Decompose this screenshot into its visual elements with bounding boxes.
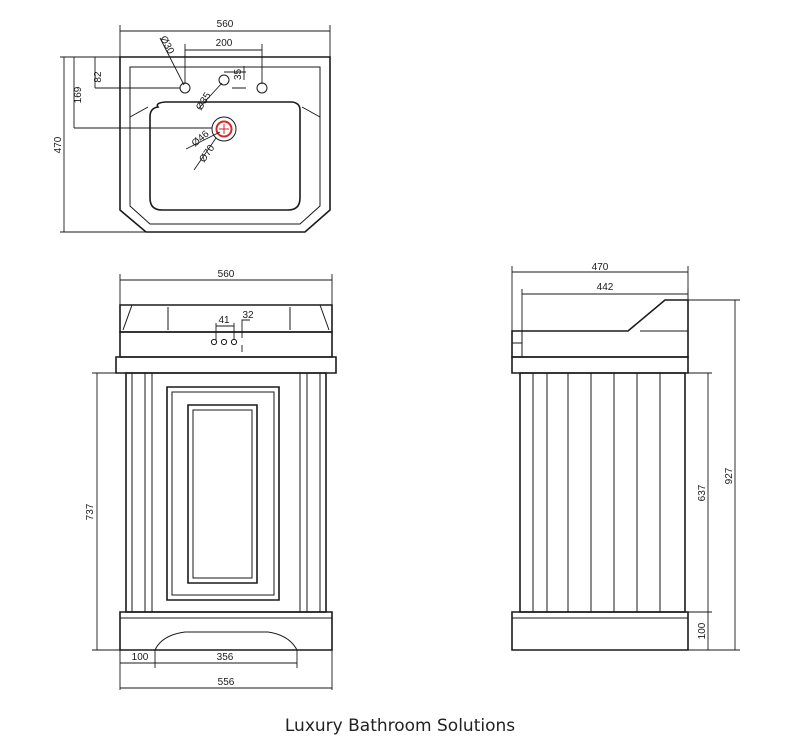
basin-front-details <box>122 304 330 331</box>
dim-front-width: 560 <box>218 269 235 280</box>
dim-offset-82: 82 <box>93 71 104 83</box>
basin-side-details <box>512 330 688 357</box>
dim-depth-169: 169 <box>73 86 84 103</box>
basin-apron <box>119 331 333 358</box>
hole-3 <box>230 338 238 346</box>
side-view: 470 442 637 927 100 <box>511 262 740 651</box>
leader-tap-hole <box>159 37 185 86</box>
dim-line-35 <box>224 66 246 89</box>
dim-base-width: 556 <box>218 677 235 688</box>
dim-height-737: 737 <box>85 503 96 520</box>
side-fluting <box>532 373 661 612</box>
dim-line-737 <box>92 372 126 651</box>
leader-waste-inner <box>185 131 221 150</box>
vanity-body <box>125 372 327 613</box>
dim-tap-spacing: 200 <box>216 38 233 49</box>
dim-line-front-width <box>119 274 333 305</box>
caption: Luxury Bathroom Solutions <box>284 716 516 736</box>
leader-waste-outer <box>193 137 217 171</box>
basin-side <box>511 299 689 358</box>
dim-depth-470: 470 <box>53 136 64 153</box>
door-panel <box>187 404 258 584</box>
tap-hole-left <box>179 82 191 94</box>
dim-line-82 <box>70 56 180 89</box>
dim-line-width <box>119 25 331 57</box>
door-outer <box>166 386 280 601</box>
bowl <box>149 101 301 211</box>
dim-width: 560 <box>217 19 234 30</box>
hole-1 <box>210 338 218 346</box>
dim-hole-32: 32 <box>242 310 254 321</box>
dim-offset-35: 35 <box>233 68 244 80</box>
waste-outer <box>211 116 237 142</box>
dim-line-tap-spacing <box>184 44 263 84</box>
dim-line-side-depth <box>511 266 689 331</box>
dim-line-inner-depth <box>521 289 689 331</box>
top-view: 560 200 Ø30 82 35 169 470 Ø35 Ø46 Ø70 <box>53 19 331 233</box>
dim-height-927: 927 <box>724 467 735 484</box>
tap-hole-right <box>256 82 268 94</box>
basin-shoulders <box>129 106 321 118</box>
basin-rim <box>129 66 321 225</box>
vanity-top-rail <box>115 356 337 374</box>
dim-tap-hole: Ø30 <box>157 34 176 56</box>
fluted-pilasters <box>131 373 321 612</box>
dim-inner-depth: 442 <box>597 282 614 293</box>
waste-ring <box>215 120 233 138</box>
dim-plinth-mid: 356 <box>217 652 234 663</box>
side-top-rail <box>511 356 689 374</box>
dim-side-depth: 470 <box>592 262 609 273</box>
door-panel-inner <box>192 409 253 579</box>
door-frame <box>171 391 275 596</box>
dim-line-holes <box>215 319 250 352</box>
dim-line-169 <box>73 57 212 129</box>
hole-2 <box>220 338 228 346</box>
dim-line-470 <box>60 56 146 233</box>
dim-height-637: 637 <box>697 484 708 501</box>
leader-overflow <box>198 82 223 109</box>
dim-line-927 <box>688 299 740 651</box>
waste-cross <box>219 124 229 134</box>
front-view: 560 41 32 737 100 356 556 <box>85 269 337 690</box>
plinth-arch <box>120 617 332 651</box>
dim-plinth-left: 100 <box>132 652 149 663</box>
overflow-hole <box>218 74 230 86</box>
dim-line-plinth <box>119 650 333 690</box>
dim-side-plinth: 100 <box>697 622 708 639</box>
dim-hole-41: 41 <box>218 315 230 326</box>
